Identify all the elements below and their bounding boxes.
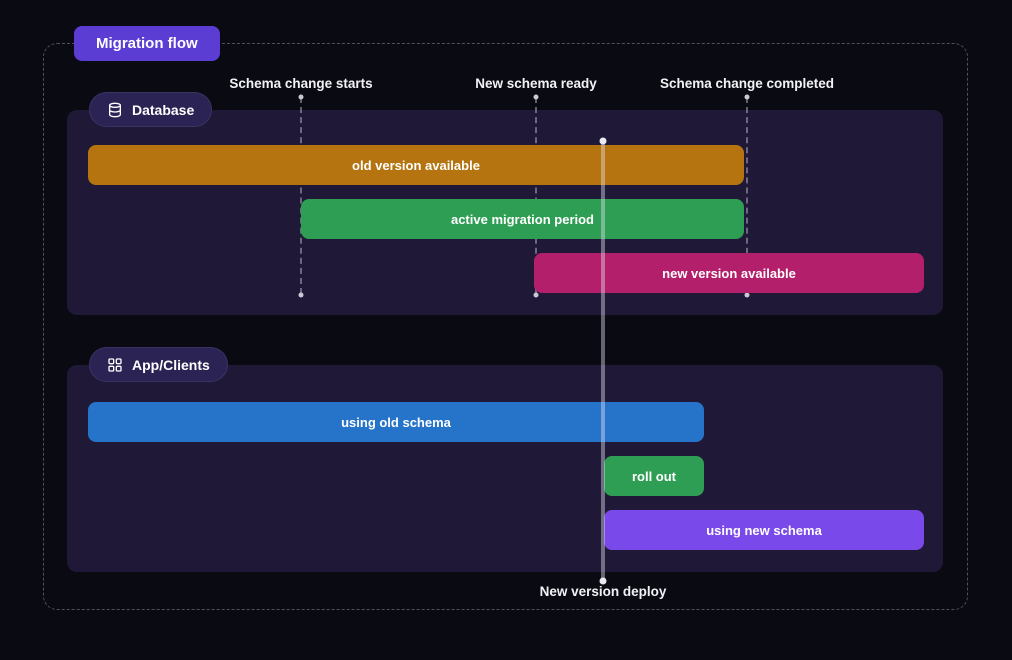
app-grid-icon (107, 357, 123, 373)
database-badge: Database (89, 92, 213, 127)
marker-line-new-schema-ready (535, 97, 537, 294)
diagram-dashed-border (43, 43, 968, 610)
marker-dot (533, 94, 539, 100)
bar-label: roll out (631, 468, 677, 484)
bar-roll-out: roll out (604, 456, 704, 496)
marker-dot (298, 94, 304, 100)
marker-label-new-version-deploy: New version deploy (539, 584, 667, 599)
bar-label: active migration period (450, 211, 595, 227)
marker-dot (744, 292, 750, 298)
marker-dot (298, 292, 304, 298)
bar-label: new version available (662, 265, 796, 281)
diagram-title-badge: Migration flow (74, 26, 220, 61)
bar-label: old version available (352, 157, 480, 173)
database-icon (107, 102, 123, 118)
database-badge-label: Database (132, 101, 195, 118)
app-clients-badge: App/Clients (89, 347, 228, 382)
bar-using-new-schema: using new schema (604, 510, 924, 550)
bar-new-version-available: new version available (534, 253, 924, 293)
marker-label-schema-change-completed: Schema change completed (659, 76, 835, 91)
marker-dot (744, 94, 750, 100)
marker-dot (533, 292, 539, 298)
marker-label-schema-change-starts: Schema change starts (229, 76, 373, 91)
marker-label-new-schema-ready: New schema ready (475, 76, 597, 91)
marker-line-schema-change-completed (746, 97, 748, 294)
deploy-dot-bottom (599, 577, 607, 585)
bar-label: using old schema (341, 414, 451, 430)
deploy-line (601, 141, 605, 581)
bar-label: using new schema (706, 522, 822, 538)
bar-old-version-available: old version available (88, 145, 744, 185)
app-clients-badge-label: App/Clients (132, 356, 210, 373)
deploy-dot-top (599, 137, 607, 145)
bar-active-migration-period: active migration period (301, 199, 744, 239)
bar-using-old-schema: using old schema (88, 402, 704, 442)
diagram-title: Migration flow (96, 35, 198, 52)
marker-line-schema-change-starts (300, 97, 302, 294)
